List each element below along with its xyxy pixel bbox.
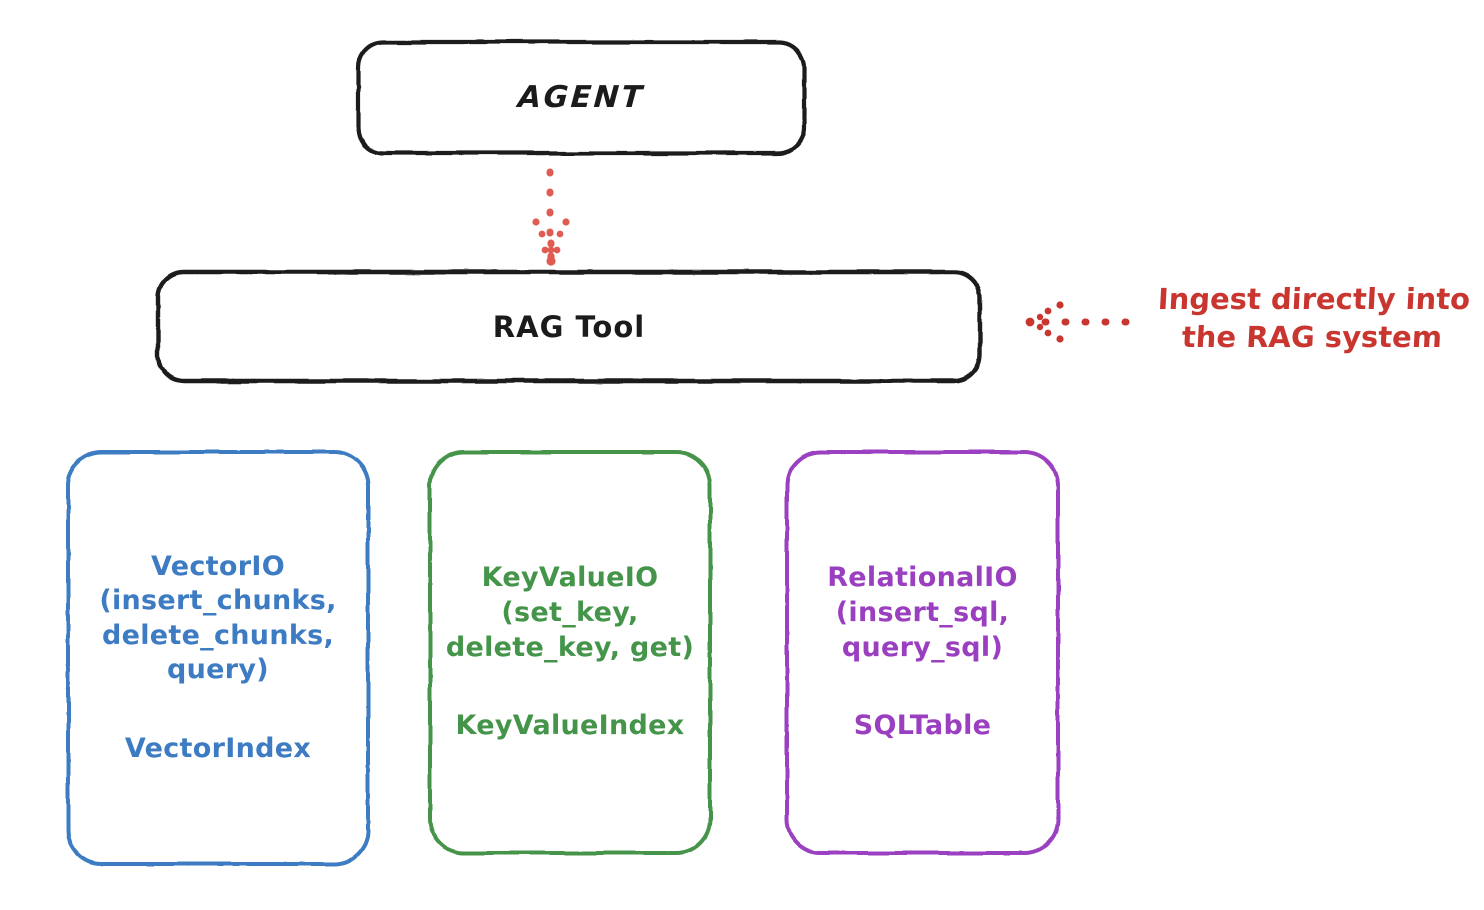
vector-io-node[interactable]: VectorIO (insert_chunks, delete_chunks, … [66,450,370,866]
key-value-io-box-outline [428,450,712,855]
vector-io-api-label: VectorIO (insert_chunks, delete_chunks, … [99,550,337,686]
rag-tool-box-outline [155,269,983,384]
vector-io-index-label: VectorIndex [124,732,312,764]
vector-io-box-outline [66,450,370,866]
agent-node[interactable]: AGENT [356,40,806,155]
ingest-annotation-label: Ingest directly into the RAG system [1157,282,1471,355]
relational-io-box-outline [785,450,1060,855]
agent-to-rag-tool-connector [532,168,570,266]
ingest-to-rag-tool-connector [1025,301,1140,343]
agent-arrowhead-icon [532,218,570,266]
agent-box-outline [355,39,807,156]
ingest-arrowhead-icon [1025,301,1064,343]
rag-tool-node[interactable]: RAG Tool [156,270,982,383]
ingest-annotation: Ingest directly into the RAG system [1148,280,1478,357]
relational-io-api-label: RelationalIO (insert_sql, query_sql) [827,562,1018,663]
key-value-io-index-label: KeyValueIndex [455,710,685,742]
agent-label: AGENT [516,80,646,115]
rag-tool-label: RAG Tool [492,309,646,344]
key-value-io-node[interactable]: KeyValueIO (set_key, delete_key, get) Ke… [428,450,712,855]
relational-io-index-label: SQLTable [853,710,992,742]
relational-io-node[interactable]: RelationalIO (insert_sql, query_sql) SQL… [785,450,1060,855]
key-value-io-api-label: KeyValueIO (set_key, delete_key, get) [445,562,695,663]
